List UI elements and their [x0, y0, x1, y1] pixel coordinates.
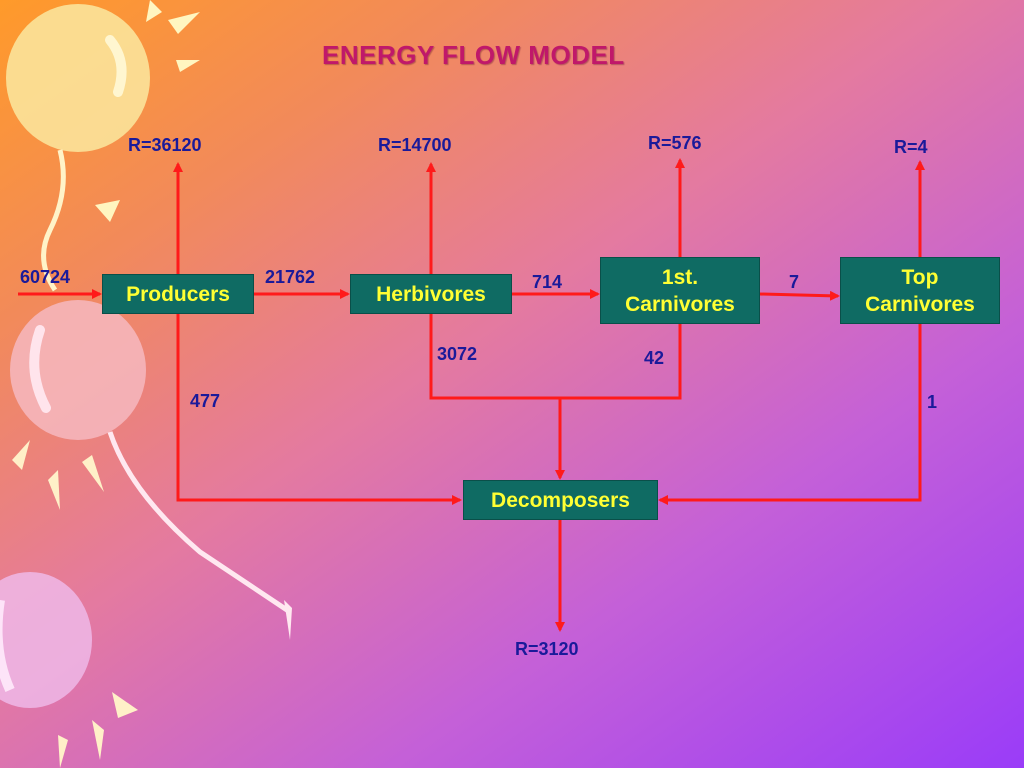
label-first-to-top-carnivores: 7	[789, 272, 800, 292]
label-first-carnivores-to-decomposers: 42	[644, 348, 665, 368]
label-herbivores-to-decomposers: 3072	[437, 344, 478, 364]
arrow-producers-to-decomposers	[176, 314, 462, 505]
label-producers-to-decomposers: 477	[190, 391, 221, 411]
balloon-middle-left	[10, 300, 292, 640]
node-herbivores-label: Herbivores	[376, 282, 486, 306]
balloon-bottom-left	[0, 572, 138, 768]
label-input-flow: 60724	[20, 267, 71, 287]
label-top-carnivores-respiration: R=4	[894, 137, 928, 157]
node-producers-label: Producers	[126, 282, 230, 306]
label-herbivores-respiration: R=14700	[378, 135, 452, 155]
arrow-herbivores-first-carnivores-merge	[429, 314, 682, 400]
node-producers: Producers	[102, 274, 254, 314]
node-decomposers-label: Decomposers	[491, 488, 630, 512]
label-producers-to-herbivores: 21762	[265, 267, 316, 287]
node-top-carnivores-line1: Top	[901, 265, 939, 289]
node-herbivores: Herbivores	[350, 274, 512, 314]
node-first-carnivores-line2: Carnivores	[625, 292, 735, 316]
node-first-carnivores: 1st. Carnivores	[600, 257, 760, 324]
label-first-carnivores-respiration: R=576	[648, 133, 702, 153]
node-first-carnivores-line1: 1st.	[661, 265, 699, 289]
balloon-top-left	[6, 0, 200, 292]
node-top-carnivores: Top Carnivores	[840, 257, 1000, 324]
node-top-carnivores-line2: Carnivores	[865, 292, 975, 316]
arrow-first-to-top-carnivores	[759, 290, 840, 301]
arrow-top-carnivores-to-decomposers	[658, 324, 922, 505]
node-decomposers: Decomposers	[463, 480, 658, 520]
page-title: ENERGY FLOW MODEL	[322, 40, 625, 70]
label-top-carnivores-to-decomposers: 1	[927, 392, 938, 412]
label-decomposers-respiration: R=3120	[515, 639, 579, 659]
label-herbivores-to-first-carnivores: 714	[532, 272, 563, 292]
label-producers-respiration: R=36120	[128, 135, 202, 155]
